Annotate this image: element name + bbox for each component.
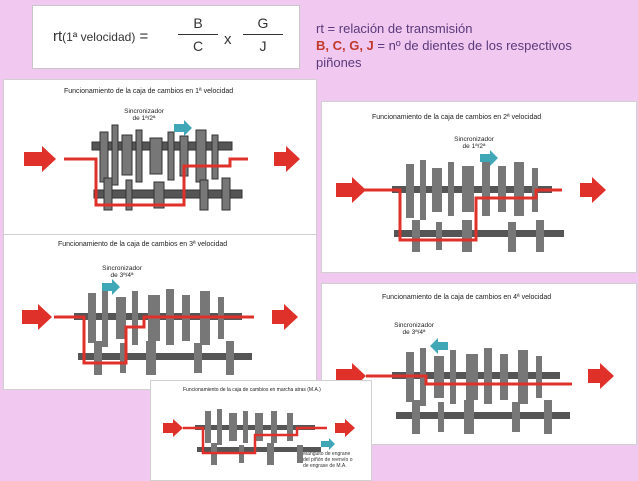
fraction-denominator: C bbox=[192, 38, 204, 54]
gearbox-drawing bbox=[336, 338, 614, 434]
power-flow-path bbox=[54, 315, 254, 365]
formula-rt: rt bbox=[53, 28, 63, 45]
input-arrow bbox=[163, 419, 183, 437]
output-arrow bbox=[588, 363, 614, 389]
diagram-third-gear: Funcionamiento de la caja de cambios en … bbox=[3, 234, 317, 390]
output-arrow bbox=[272, 304, 298, 330]
gearbox-drawing bbox=[163, 409, 355, 465]
output-arrow bbox=[580, 177, 606, 203]
sync-arrow bbox=[102, 279, 120, 295]
input-arrow bbox=[22, 304, 52, 330]
legend-text: rt = relación de transmisión B, C, G, J … bbox=[316, 20, 616, 71]
legend-line-1: rt = relación de transmisión bbox=[316, 21, 473, 36]
gear-stack bbox=[91, 124, 243, 211]
power-flow-path bbox=[362, 188, 562, 242]
diagram-title: Funcionamiento de la caja de cambios en … bbox=[382, 294, 552, 301]
diagram-title: Funcionamiento de la caja de cambios en … bbox=[58, 241, 228, 248]
legend-variables: B, C, G, J bbox=[316, 38, 374, 53]
reverse-note: Mangüito de engrane del piñón de reenvío… bbox=[303, 451, 353, 469]
diagram-second-gear: Funcionamiento de la caja de cambios en … bbox=[321, 101, 637, 273]
gearbox-drawing bbox=[336, 150, 606, 252]
sync-arrow bbox=[174, 120, 192, 136]
formula-times: x bbox=[224, 31, 232, 48]
output-arrow bbox=[335, 419, 355, 437]
power-flow-path bbox=[64, 157, 248, 207]
fraction-b-c: B C bbox=[178, 13, 218, 56]
formula-box: rt(1ª velocidad) = B C x G J bbox=[32, 5, 300, 69]
diagram-fourth-gear: Funcionamiento de la caja de cambios en … bbox=[321, 283, 637, 445]
power-flow-path bbox=[183, 426, 327, 455]
sync-arrow bbox=[321, 438, 335, 450]
diagram-reverse-gear: Funcionamiento de la caja de cambios en … bbox=[150, 380, 372, 481]
fraction-numerator: G bbox=[257, 15, 269, 31]
sync-arrow bbox=[480, 150, 498, 166]
fraction-denominator: J bbox=[259, 38, 267, 54]
power-flow-path bbox=[366, 374, 572, 386]
output-arrow bbox=[274, 146, 300, 172]
fraction-bar bbox=[178, 34, 218, 35]
diagram-first-gear: Funcionamiento de la caja de cambios en … bbox=[3, 79, 317, 235]
sync-arrow bbox=[430, 338, 448, 354]
formula-lhs: rt(1ª velocidad) = bbox=[53, 28, 148, 45]
diagram-title: Funcionamiento de la caja de cambios en … bbox=[372, 114, 542, 121]
formula-subscript: (1ª velocidad) bbox=[62, 30, 136, 44]
legend-line-2: B, C, G, J = nº de dientes de los respec… bbox=[316, 37, 616, 54]
fraction-bar bbox=[243, 34, 283, 35]
input-arrow bbox=[336, 177, 366, 203]
diagram-title: Funcionamiento de la caja de cambios en … bbox=[183, 387, 321, 393]
fraction-numerator: B bbox=[193, 15, 203, 31]
legend-definition: = nº de dientes de los respectivos bbox=[373, 38, 572, 53]
diagram-title: Funcionamiento de la caja de cambios en … bbox=[64, 88, 234, 95]
fraction-g-j: G J bbox=[243, 13, 283, 56]
legend-line-3: piñones bbox=[316, 55, 362, 70]
input-arrow bbox=[24, 146, 56, 172]
formula-equals: = bbox=[139, 28, 149, 45]
gearbox-drawing bbox=[24, 120, 300, 211]
gearbox-drawing bbox=[22, 279, 298, 375]
